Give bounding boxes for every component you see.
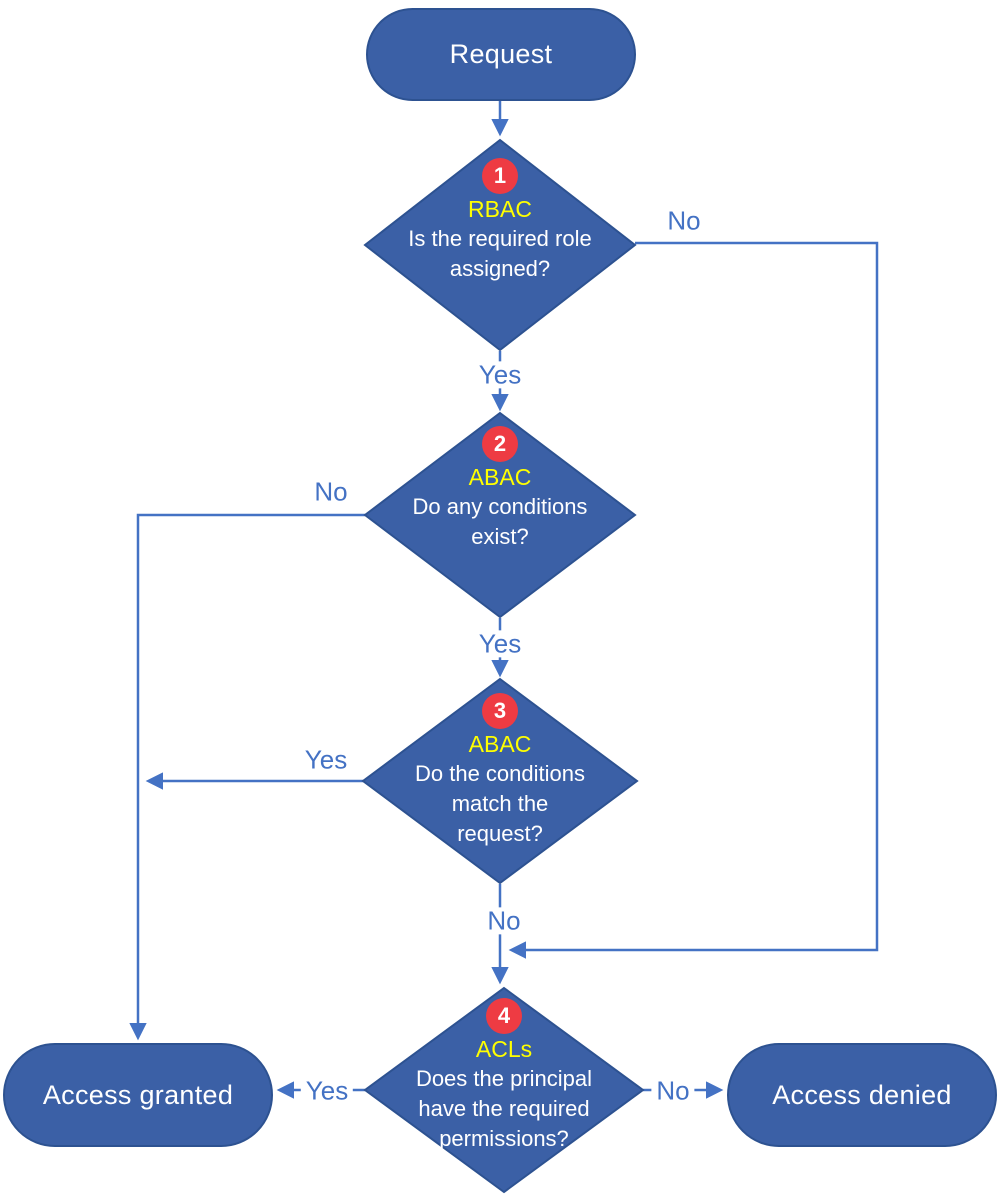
edge-abac-exist-no-to-granted	[129, 513, 365, 1041]
edge-label-acls-yes: Yes	[300, 1077, 354, 1105]
edge-label-abac-match-no: No	[482, 907, 526, 935]
node-access-denied-label: Access denied	[772, 1079, 952, 1110]
edge-rbac-no-to-acls	[508, 241, 879, 959]
edge-label-abac-exist-yes: Yes	[473, 630, 527, 658]
edge-label-rbac-no: No	[662, 207, 706, 235]
decision-abac-match-shape	[361, 677, 639, 885]
edge-label-acls-no: No	[651, 1077, 695, 1105]
node-access-granted-label: Access granted	[42, 1079, 234, 1110]
decision-abac-exist-shape	[363, 411, 637, 619]
edge-label-rbac-yes: Yes	[473, 361, 527, 389]
edge-label-abac-exist-no: No	[309, 478, 353, 506]
node-access-denied: Access denied	[727, 1043, 997, 1147]
edge-label-abac-match-yes: Yes	[299, 746, 353, 774]
node-access-granted: Access granted	[3, 1043, 273, 1147]
decision-rbac-shape	[363, 138, 637, 352]
node-request: Request	[366, 8, 636, 101]
node-request-label: Request	[449, 39, 553, 69]
decision-acls-shape	[363, 986, 645, 1194]
